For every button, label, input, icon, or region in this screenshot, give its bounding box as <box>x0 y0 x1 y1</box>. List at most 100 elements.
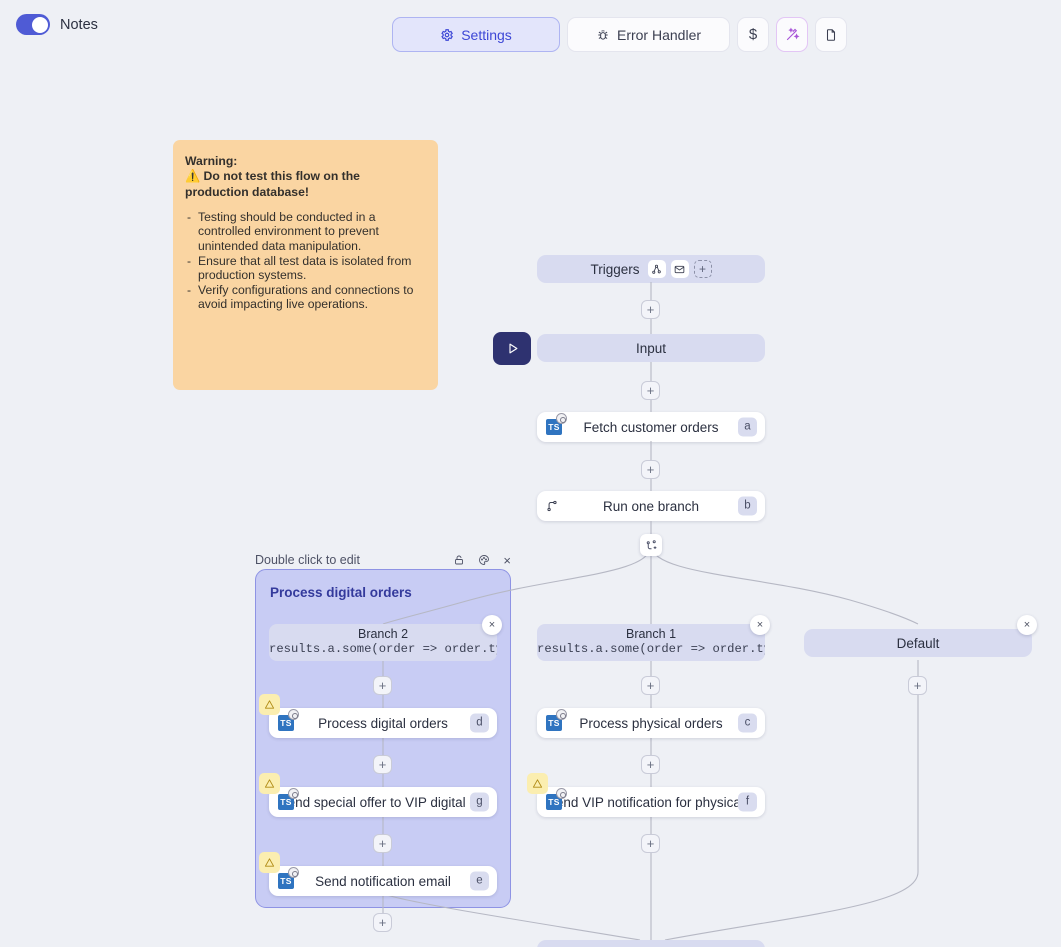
remove-default-branch-button[interactable]: × <box>1017 615 1037 635</box>
settings-button[interactable]: Settings <box>392 17 560 52</box>
node-shortcut-key: b <box>738 496 757 516</box>
node-shortcut-key: a <box>738 417 757 437</box>
node-status-badge-icon <box>288 709 299 720</box>
remove-branch-1-button[interactable]: × <box>750 615 770 635</box>
add-step-button[interactable]: + <box>641 381 660 400</box>
notes-label: Notes <box>60 16 98 33</box>
envelope-icon[interactable] <box>670 260 689 278</box>
error-handler-button[interactable]: Error Handler <box>567 17 730 52</box>
node-shortcut-key: f <box>738 792 757 812</box>
add-step-button[interactable]: + <box>908 676 927 695</box>
cost-button[interactable]: $ <box>737 17 769 52</box>
lock-icon[interactable] <box>453 554 465 566</box>
webhook-icon[interactable] <box>647 260 666 278</box>
ai-assist-button[interactable] <box>776 17 808 52</box>
typescript-icon: TS <box>546 788 567 810</box>
node-status-badge-icon <box>288 788 299 799</box>
branch-expression: results.a.some(order => order.type <box>537 642 765 656</box>
group-header: Double click to edit × <box>255 551 511 569</box>
run-flow-button[interactable] <box>493 332 531 365</box>
branch-add-icon <box>646 539 656 549</box>
typescript-icon: TS <box>278 788 299 810</box>
add-step-button[interactable]: + <box>641 834 660 853</box>
branch-1-condition[interactable]: Branch 1 results.a.some(order => order.t… <box>537 624 765 661</box>
dollar-glyph: $ <box>748 26 758 43</box>
toggle-knob <box>31 16 48 33</box>
note-bullet-list: Testing should be conducted in a control… <box>185 210 424 312</box>
add-step-button[interactable]: + <box>373 755 392 774</box>
node-label: Process physical orders <box>579 715 723 731</box>
triggers-label: Triggers <box>590 261 640 277</box>
node-shortcut-key: c <box>738 713 757 733</box>
settings-button-label: Settings <box>461 26 512 43</box>
play-icon <box>505 341 520 356</box>
group-title: Process digital orders <box>270 585 412 600</box>
add-step-button[interactable]: + <box>641 676 660 695</box>
warning-icon <box>259 852 280 873</box>
node-shortcut-key: g <box>470 792 489 812</box>
output-node-partial[interactable] <box>537 940 765 947</box>
node-label: Send special offer to VIP digital c... <box>278 794 488 810</box>
branch-name: Branch 2 <box>357 627 409 641</box>
node-fetch-customer-orders[interactable]: TS Fetch customer orders a <box>537 412 765 442</box>
node-status-badge-icon <box>556 413 567 424</box>
add-step-button[interactable]: + <box>373 676 392 695</box>
docs-button[interactable] <box>815 17 847 52</box>
list-item: Testing should be conducted in a control… <box>185 210 424 254</box>
group-container-process-digital-orders[interactable] <box>255 569 511 908</box>
branch-name: Branch 1 <box>625 627 677 641</box>
add-step-button[interactable]: + <box>641 460 660 479</box>
node-send-notification-email[interactable]: TS Send notification email e <box>259 852 497 896</box>
close-icon[interactable]: × <box>503 552 511 568</box>
branch-2-condition[interactable]: Branch 2 results.a.some(order => order.t… <box>269 624 497 661</box>
palette-icon[interactable] <box>478 554 490 566</box>
node-label: Run one branch <box>602 498 700 514</box>
note-heading-2: ⚠️ Do not test this flow on the producti… <box>185 169 360 199</box>
default-branch-node[interactable]: Default <box>804 629 1032 657</box>
group-header-hint: Double click to edit <box>255 553 360 567</box>
add-trigger-icon[interactable]: + <box>693 260 712 278</box>
branch-icon <box>545 499 559 513</box>
typescript-icon: TS <box>546 709 567 731</box>
typescript-icon: TS <box>546 413 567 435</box>
add-branch-button[interactable] <box>640 534 662 556</box>
toolbar-buttons: Settings Error Handler $ <box>392 17 847 52</box>
group-header-icons: × <box>453 553 511 568</box>
add-step-button[interactable]: + <box>373 913 392 932</box>
error-handler-button-label: Error Handler <box>616 26 702 43</box>
document-icon <box>824 28 838 42</box>
node-shortcut-key: d <box>470 713 489 733</box>
list-item: Verify configurations and connections to… <box>185 283 424 312</box>
add-step-button[interactable]: + <box>641 755 660 774</box>
notes-toggle[interactable] <box>16 14 50 35</box>
node-process-physical-orders[interactable]: TS Process physical orders c <box>537 708 765 738</box>
node-label: Send VIP notification for physical... <box>546 794 756 810</box>
note-heading-1: Warning: <box>185 154 238 168</box>
magic-wand-icon <box>785 27 800 42</box>
node-label: Process digital orders <box>318 715 448 731</box>
input-node[interactable]: Input <box>537 334 765 362</box>
notes-toggle-group: Notes <box>16 14 98 35</box>
node-status-badge-icon <box>288 867 299 878</box>
warning-icon <box>527 773 548 794</box>
warning-sticky-note[interactable]: Warning: ⚠️ Do not test this flow on the… <box>173 140 438 390</box>
triggers-node[interactable]: Triggers + <box>537 255 765 283</box>
dollar-icon: $ <box>749 26 757 43</box>
input-label: Input <box>635 340 667 356</box>
node-send-vip-notification-physical[interactable]: TS Send VIP notification for physical...… <box>527 773 765 817</box>
add-step-button[interactable]: + <box>641 300 660 319</box>
branch-expression: results.a.some(order => order.type <box>269 642 497 656</box>
node-run-one-branch[interactable]: Run one branch b <box>537 491 765 521</box>
remove-branch-2-button[interactable]: × <box>482 615 502 635</box>
branch-name: Default <box>896 635 940 651</box>
node-status-badge-icon <box>556 709 567 720</box>
typescript-icon: TS <box>278 867 299 889</box>
node-status-badge-icon <box>556 788 567 799</box>
warning-icon <box>259 773 280 794</box>
node-process-digital-orders[interactable]: TS Process digital orders d <box>259 694 497 738</box>
add-step-button[interactable]: + <box>373 834 392 853</box>
gear-icon <box>440 28 454 42</box>
node-send-special-offer-vip[interactable]: TS Send special offer to VIP digital c..… <box>259 773 497 817</box>
